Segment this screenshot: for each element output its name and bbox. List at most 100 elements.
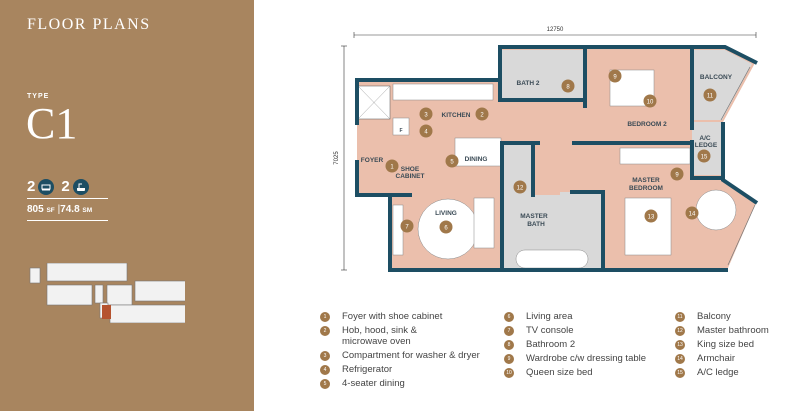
sm-unit: SM bbox=[82, 207, 93, 214]
fridge-label: F bbox=[399, 128, 402, 134]
legend-label: A/C ledge bbox=[697, 367, 739, 378]
plan-badge-number: 12 bbox=[517, 185, 524, 191]
key-plan-block bbox=[134, 280, 185, 302]
legend-label: Wardrobe c/w dressing table bbox=[526, 353, 647, 364]
plan-badge-number: 3 bbox=[424, 112, 428, 118]
bath2-floor bbox=[502, 50, 585, 99]
plan-badge-number: 8 bbox=[566, 84, 570, 90]
bathroom-count: 2 bbox=[61, 178, 70, 195]
type-label: TYPE bbox=[27, 93, 50, 100]
legend-num: 15 bbox=[675, 368, 685, 378]
legend-col-1: 1 Foyer with shoe cabinet 2 Hob, hood, sin… bbox=[320, 311, 480, 392]
room-label-ac: A/C bbox=[699, 135, 711, 142]
plan-badge-number: 14 bbox=[689, 211, 696, 217]
room-label-shoe: SHOE bbox=[401, 166, 420, 173]
plan-badge bbox=[685, 206, 699, 220]
plan-badge-number: 7 bbox=[405, 224, 409, 230]
room-label-bath: BATH bbox=[527, 221, 545, 228]
legend-label: Refrigerator bbox=[342, 364, 393, 375]
legend-label: microwave oven bbox=[342, 336, 411, 347]
room-label-cabinet: CABINET bbox=[396, 173, 425, 180]
legend-num: 14 bbox=[675, 354, 685, 364]
plan-badge bbox=[439, 220, 453, 234]
legend-label: Bathroom 2 bbox=[526, 339, 576, 350]
plan-badge bbox=[608, 69, 622, 83]
divider bbox=[27, 198, 108, 199]
legend-item: 14 Armchair bbox=[675, 353, 769, 367]
legend-num: 1 bbox=[320, 312, 330, 322]
legend-label: 4-seater dining bbox=[342, 378, 405, 389]
room-label-bedroom2: BEDROOM 2 bbox=[627, 121, 667, 128]
legend-num: 8 bbox=[504, 340, 514, 350]
dimension-lines bbox=[341, 32, 757, 271]
plan-badge bbox=[419, 107, 433, 121]
room-counts: 2 2 bbox=[27, 178, 96, 195]
divider bbox=[27, 220, 108, 221]
unit-area: 805 SF |74.8 SM bbox=[27, 204, 92, 215]
width-dimension: 12750 bbox=[547, 27, 564, 33]
plan-badge bbox=[644, 209, 658, 223]
plan-badge bbox=[697, 149, 711, 163]
legend-label: Compartment for washer & dryer bbox=[342, 350, 480, 361]
key-plan-unit-highlight bbox=[102, 305, 111, 319]
room-label-bedroom: BEDROOM bbox=[629, 185, 663, 192]
separator: | bbox=[57, 204, 61, 215]
legend-item: 1 Foyer with shoe cabinet bbox=[320, 311, 480, 325]
area-sf: 805 bbox=[27, 204, 44, 215]
plan-badge-number: 6 bbox=[444, 225, 448, 231]
legend-item: 8 Bathroom 2 bbox=[504, 339, 646, 353]
legend-label: Master bathroom bbox=[697, 325, 769, 336]
legend-label: King size bed bbox=[697, 339, 755, 350]
furniture bbox=[392, 69, 737, 269]
room-label-foyer: FOYER bbox=[361, 157, 384, 164]
bed-icon bbox=[38, 178, 55, 195]
legend-label: Balcony bbox=[697, 311, 731, 322]
sf-unit: SF bbox=[46, 207, 55, 214]
plan-badge-number: 9 bbox=[613, 74, 617, 80]
legend-num: 11 bbox=[675, 312, 685, 322]
key-plan-block bbox=[46, 284, 93, 306]
legend-num: 7 bbox=[504, 326, 514, 336]
key-plan-block bbox=[94, 284, 104, 304]
room-label-kitchen: KITCHEN bbox=[442, 112, 471, 119]
plan-badge-number: 10 bbox=[647, 99, 654, 105]
legend-num: 9 bbox=[504, 354, 514, 364]
balcony-floor bbox=[692, 50, 752, 120]
plan-badge-number: 13 bbox=[648, 214, 655, 220]
legend-item: 2 Hob, hood, sink &microwave oven bbox=[320, 325, 480, 350]
ac-ledge-floor bbox=[692, 122, 722, 175]
legend-label: Living area bbox=[526, 311, 573, 322]
key-plan-block bbox=[46, 263, 128, 282]
bedroom-count: 2 bbox=[27, 178, 36, 195]
legend-label: Foyer with shoe cabinet bbox=[342, 311, 443, 322]
legend-num: 2 bbox=[320, 326, 330, 336]
room-label-master: MASTER bbox=[632, 177, 660, 184]
legend-num: 4 bbox=[320, 365, 330, 375]
plan-badge bbox=[419, 124, 433, 138]
walls bbox=[355, 45, 759, 272]
key-plan bbox=[29, 263, 185, 323]
windows bbox=[720, 66, 756, 266]
plan-badge-number: 5 bbox=[450, 159, 454, 165]
info-panel: FLOOR PLANS TYPE C1 2 2 805 SF |74.8 SM bbox=[0, 0, 254, 411]
legend-label: Hob, hood, sink & bbox=[342, 325, 417, 336]
room-label-master-bath: MASTER bbox=[520, 213, 548, 220]
legend-label: Queen size bed bbox=[526, 367, 593, 378]
legend-num: 12 bbox=[675, 326, 685, 336]
page-title: FLOOR PLANS bbox=[27, 16, 151, 33]
plan-badge-number: 1 bbox=[390, 164, 394, 170]
room-label-bath2: BATH 2 bbox=[517, 80, 540, 87]
key-plan-block bbox=[109, 304, 185, 323]
plan-badge bbox=[400, 219, 414, 233]
plan-badge-number: 15 bbox=[701, 154, 708, 160]
plan-badge bbox=[475, 107, 489, 121]
legend-label: Armchair bbox=[697, 353, 736, 364]
unit-type: C1 bbox=[26, 99, 78, 148]
